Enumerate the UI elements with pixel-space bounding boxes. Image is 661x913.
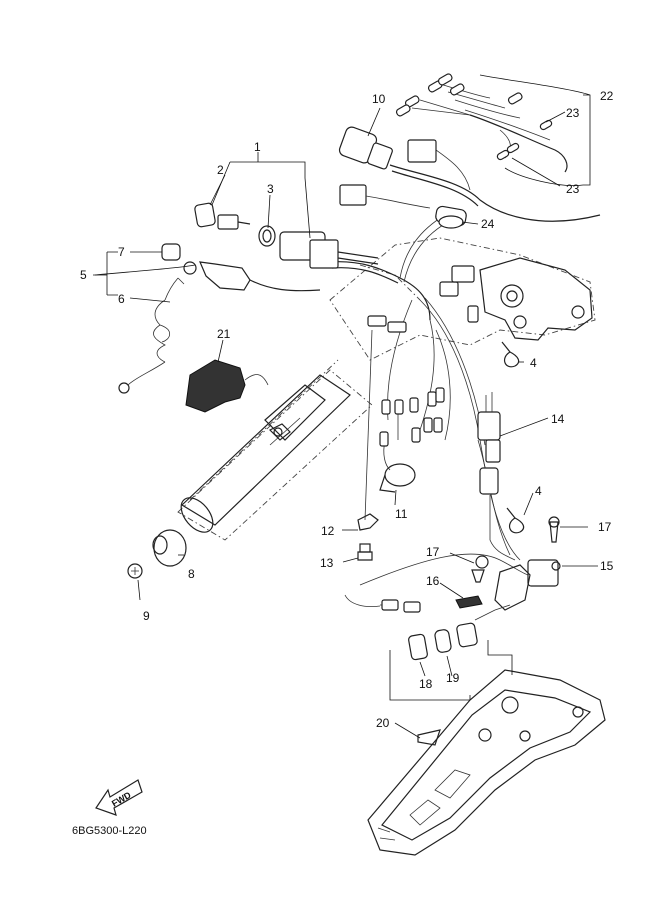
callout-17a: 17 bbox=[426, 545, 440, 559]
part-4-clips bbox=[501, 341, 525, 534]
part-1-main-switch bbox=[194, 202, 379, 269]
terminals bbox=[367, 265, 479, 447]
callout-9: 9 bbox=[143, 609, 150, 623]
callout-23b: 23 bbox=[566, 182, 580, 196]
callout-14: 14 bbox=[551, 412, 565, 426]
handle-fitting bbox=[268, 423, 291, 441]
upper-connectors bbox=[339, 139, 471, 227]
callout-8: 8 bbox=[188, 567, 195, 581]
callout-23a: 23 bbox=[566, 106, 580, 120]
part-8-collar bbox=[127, 529, 187, 579]
callout-12: 12 bbox=[321, 524, 335, 538]
bottom-cowling-base bbox=[367, 669, 606, 856]
callout-24: 24 bbox=[481, 217, 495, 231]
part-11-relay bbox=[379, 405, 416, 493]
callout-1: 1 bbox=[254, 140, 261, 154]
callout-5: 5 bbox=[80, 268, 87, 282]
callout-7: 7 bbox=[118, 245, 125, 259]
callout-16: 16 bbox=[426, 574, 440, 588]
part-21-grip bbox=[185, 359, 269, 413]
callout-2: 2 bbox=[217, 163, 224, 177]
callout-6: 6 bbox=[118, 292, 125, 306]
callout-13: 13 bbox=[320, 556, 334, 570]
callout-3: 3 bbox=[267, 182, 274, 196]
callout-20: 20 bbox=[376, 716, 390, 730]
part-24-grommet bbox=[438, 215, 464, 229]
callout-22: 22 bbox=[600, 89, 614, 103]
callout-21: 21 bbox=[217, 327, 231, 341]
callout-19: 19 bbox=[446, 671, 460, 685]
part-14-coupler bbox=[477, 392, 561, 587]
part-12-clamp bbox=[357, 513, 379, 561]
part-10-switch bbox=[338, 126, 601, 222]
part-16-bracket bbox=[380, 516, 560, 746]
callout-4b: 4 bbox=[535, 484, 542, 498]
swivel-bracket bbox=[479, 257, 593, 341]
callout-17b: 17 bbox=[598, 520, 612, 534]
diagram-reference-code: 6BG5300-L220 bbox=[72, 825, 147, 837]
tiller-handle-outline bbox=[177, 237, 596, 541]
part-22-lead-wires bbox=[395, 73, 568, 173]
callout-11: 11 bbox=[395, 507, 408, 521]
callout-numbers: 1 2 3 4 4 5 6 7 8 9 10 11 12 13 14 15 16… bbox=[80, 89, 614, 730]
callout-15: 15 bbox=[600, 559, 614, 573]
callout-4a: 4 bbox=[530, 356, 537, 370]
part-5-stop-switch bbox=[118, 243, 321, 394]
callout-10: 10 bbox=[372, 92, 386, 106]
leader-lines bbox=[93, 74, 598, 739]
callout-18: 18 bbox=[419, 677, 433, 691]
fwd-arrow-icon: FWD bbox=[95, 779, 143, 816]
